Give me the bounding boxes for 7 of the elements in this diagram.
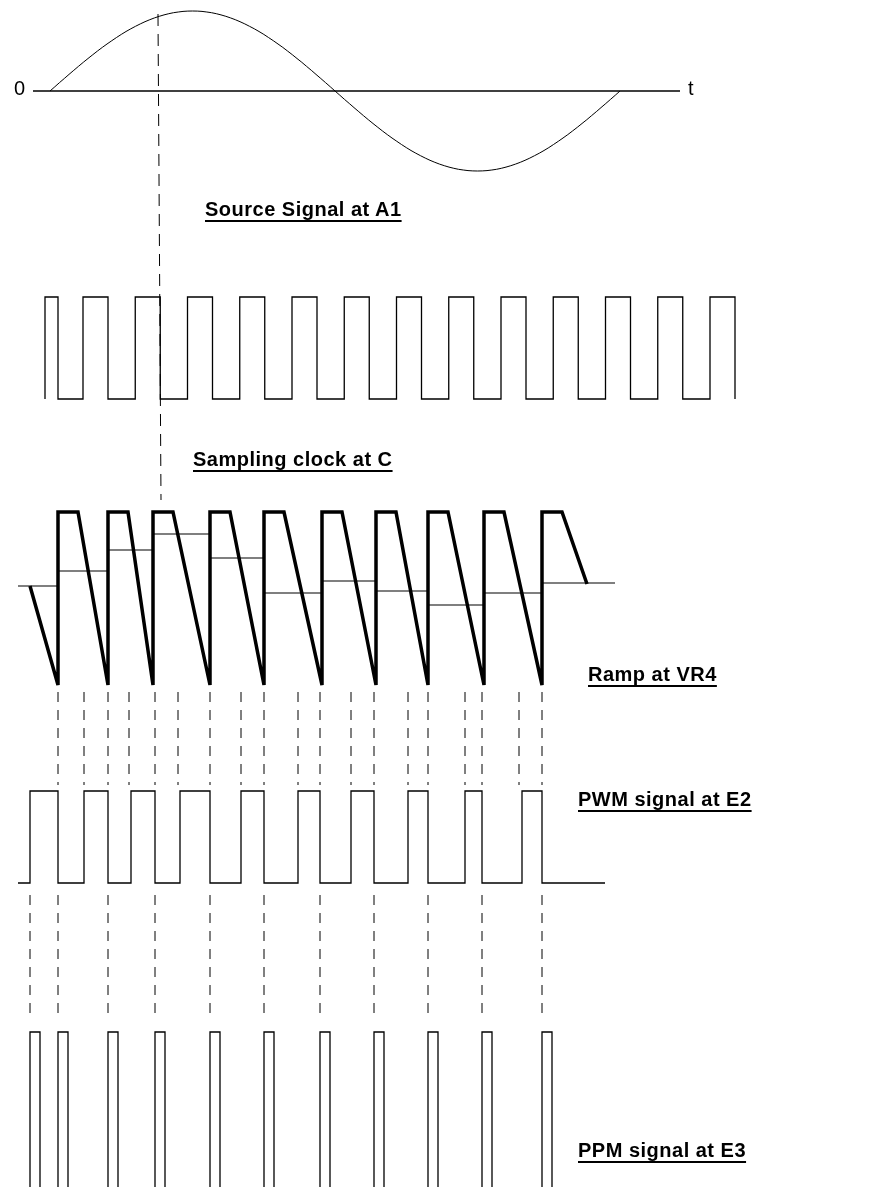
signal-label: Source Signal at A1 bbox=[205, 197, 402, 222]
signal-label: PPM signal at E3 bbox=[578, 1138, 747, 1163]
signal-label: Sampling clock at C bbox=[193, 447, 393, 472]
axis-label: t bbox=[688, 78, 694, 98]
signal-label: Ramp at VR4 bbox=[588, 662, 717, 687]
signal-label: PWM signal at E2 bbox=[578, 787, 752, 812]
axis-label: 0 bbox=[14, 78, 26, 98]
